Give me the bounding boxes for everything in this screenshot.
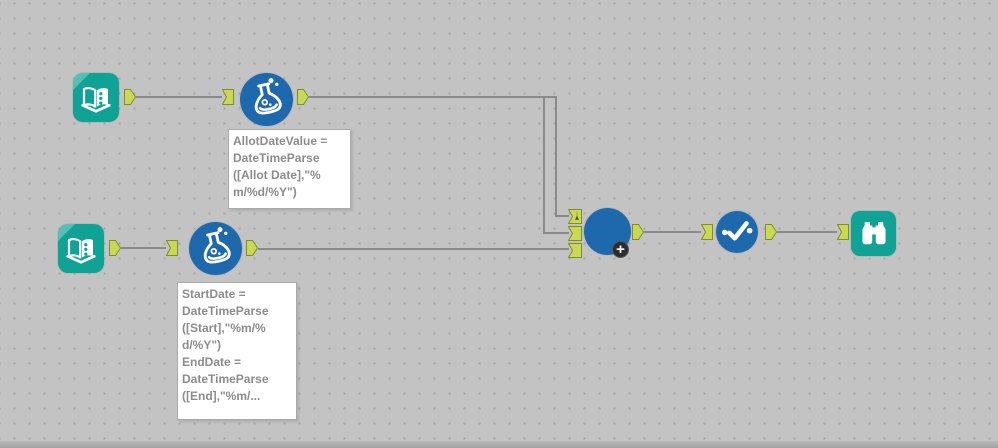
input-anchor-formula2[interactable]	[166, 240, 178, 256]
wire-into-macro-top[interactable]	[555, 215, 569, 217]
output-anchor-macro[interactable]	[632, 224, 644, 240]
wire-formula1-out[interactable]	[309, 96, 557, 98]
wire-formula2-macro-bottom[interactable]	[258, 248, 569, 250]
wire-unique-browse[interactable]	[777, 231, 837, 233]
open-book-icon	[76, 77, 116, 119]
output-anchor-formula2[interactable]	[246, 240, 258, 256]
canvas-bottom-edge	[0, 441, 998, 448]
annotation-formula1[interactable]: AllotDateValue = DateTimeParse ([Allot D…	[228, 129, 351, 209]
output-anchor-formula1[interactable]	[297, 89, 309, 105]
binoculars-icon	[854, 214, 894, 254]
input-anchor-macro-middle[interactable]	[568, 226, 582, 241]
output-anchor-unique[interactable]	[765, 224, 777, 240]
input-data-tool-2[interactable]	[58, 224, 104, 273]
wire-input2-formula2[interactable]	[121, 247, 166, 249]
wire-formula1-drop-middle[interactable]	[543, 96, 545, 234]
output-anchor-input2[interactable]	[109, 240, 121, 256]
input-anchor-unique[interactable]	[701, 224, 713, 240]
unique-tool[interactable]	[716, 211, 758, 253]
check-with-dots-icon	[718, 213, 756, 251]
output-anchor-input1[interactable]	[124, 89, 136, 105]
formula-tool-2[interactable]	[189, 222, 242, 275]
macro-optional-input-icon	[575, 212, 579, 220]
flask-icon	[239, 72, 294, 127]
wire-into-macro-middle[interactable]	[543, 232, 569, 234]
wire-macro-unique[interactable]	[644, 231, 701, 233]
flask-icon	[188, 221, 243, 276]
wire-formula1-drop-top[interactable]	[555, 96, 557, 217]
input-anchor-browse[interactable]	[837, 224, 849, 240]
open-book-icon	[61, 228, 101, 270]
input-data-tool-1[interactable]	[73, 73, 119, 122]
formula-tool-1[interactable]	[240, 73, 293, 126]
annotation-formula2[interactable]: StartDate = DateTimeParse ([Start],"%m/%…	[177, 282, 297, 420]
input-anchor-macro-top[interactable]	[568, 209, 582, 224]
input-anchor-macro-bottom[interactable]	[568, 243, 582, 258]
browse-tool[interactable]	[851, 211, 896, 256]
input-anchor-formula1[interactable]	[222, 89, 234, 105]
plus-badge-icon: +	[612, 241, 629, 258]
wire-input1-formula1[interactable]	[136, 96, 222, 98]
